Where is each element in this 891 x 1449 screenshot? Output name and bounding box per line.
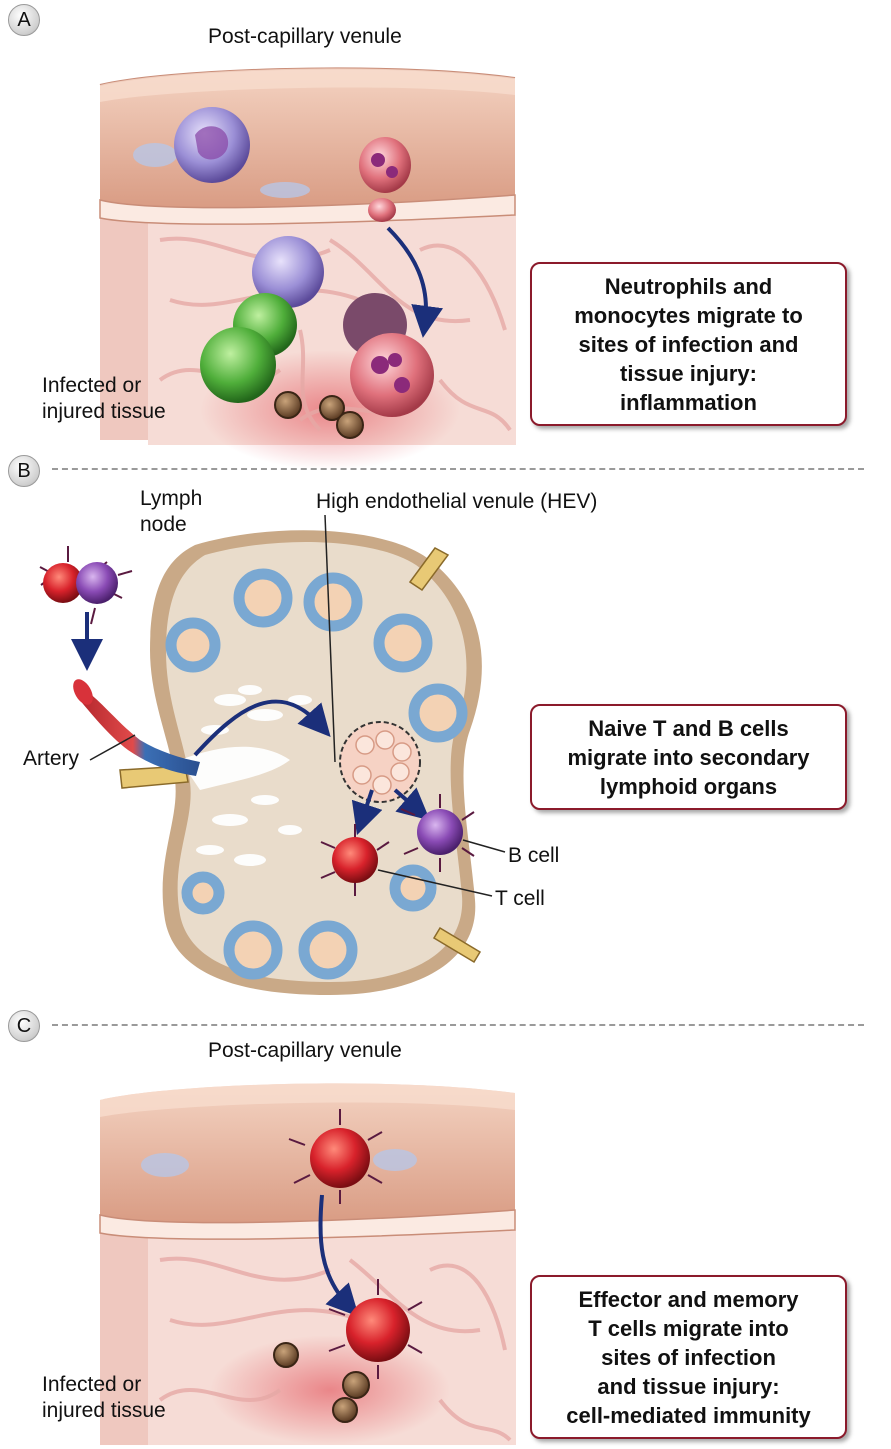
naive-b-cell-blood	[76, 562, 118, 604]
hev-label: High endothelial venule (HEV)	[316, 490, 598, 513]
follicles	[165, 568, 468, 980]
neutrophil-tissue	[350, 333, 434, 417]
panel-label-a: A	[8, 4, 40, 36]
vessel-label-c: Post-capillary venule	[208, 1039, 402, 1062]
tissue-side-a	[100, 215, 148, 440]
neutrophil-transmigrating	[359, 137, 411, 193]
flow-arrow-to-hev	[193, 699, 331, 757]
microbe	[319, 395, 345, 421]
artery	[78, 690, 200, 776]
t-cell	[332, 837, 378, 883]
microbe	[336, 411, 364, 439]
lymph-node-label: Lymph node	[140, 487, 203, 536]
microbe	[274, 391, 302, 419]
macrophage-green-large	[200, 327, 276, 403]
venule-c	[100, 1083, 515, 1223]
t-cell-label: T cell	[495, 887, 545, 910]
divider-bc	[52, 1024, 864, 1026]
t-cell-leader-line	[377, 869, 493, 897]
artery-leader-line	[89, 734, 136, 761]
callout-c: Effector and memory T cells migrate into…	[530, 1275, 847, 1439]
panel-c-illustration	[99, 1083, 516, 1445]
microbe	[332, 1397, 358, 1423]
afferent-lymphatic	[432, 926, 482, 964]
microbe	[273, 1342, 299, 1368]
panel-label-b: B	[8, 455, 40, 487]
hev-leader-line	[324, 514, 336, 763]
migration-arrow-a	[386, 226, 443, 338]
migration-arrow-c	[318, 1194, 359, 1317]
afferent-lymphatic	[408, 547, 450, 592]
callout-a: Neutrophils and monocytes migrate to sit…	[530, 262, 847, 426]
venule-wall-a	[99, 194, 516, 225]
b-cell-label: B cell	[508, 844, 560, 867]
naive-t-cell-blood	[43, 563, 83, 603]
divider-ab	[52, 468, 864, 470]
medulla	[180, 685, 312, 866]
tissue-label-a: Infected or injured tissue	[42, 374, 166, 423]
panel-a-illustration	[99, 67, 516, 470]
b-cell-exit-arrow	[393, 787, 431, 821]
t-cell-exit-arrow	[351, 789, 383, 836]
inflamed-area-c	[210, 1335, 450, 1445]
artery-label: Artery	[23, 747, 80, 770]
panel-label-c: C	[8, 1010, 40, 1042]
microbe	[342, 1371, 370, 1399]
b-cell-leader-line	[462, 839, 506, 853]
monocyte-tissue	[252, 236, 324, 308]
effector-t-cell-tissue	[346, 1298, 410, 1362]
callout-b: Naive T and B cells migrate into seconda…	[530, 704, 847, 810]
panel-b-illustration	[39, 514, 506, 995]
b-cell	[417, 809, 463, 855]
effector-t-cell-blood	[310, 1128, 370, 1188]
vessel-label-a: Post-capillary venule	[208, 25, 402, 48]
tissue-label-c: Infected or injured tissue	[42, 1373, 166, 1422]
